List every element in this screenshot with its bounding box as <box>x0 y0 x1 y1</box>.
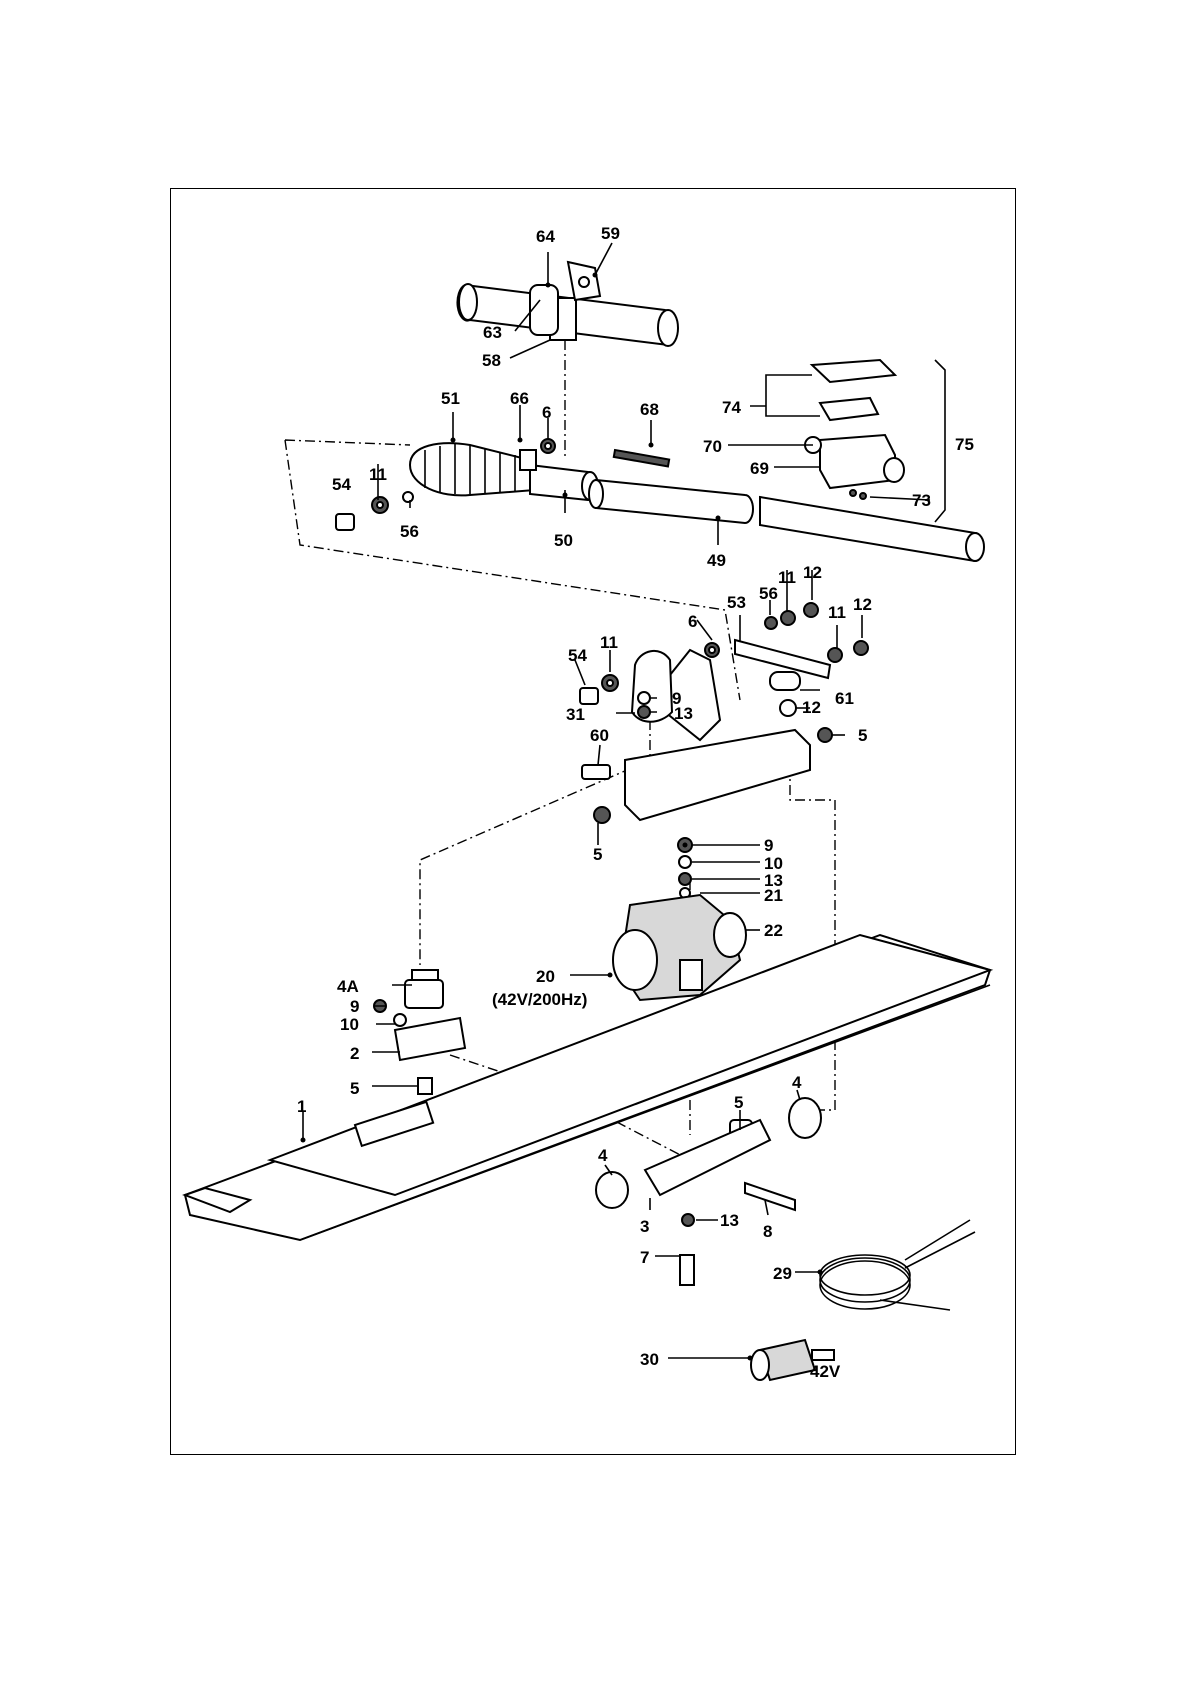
label-58: 58 <box>482 351 501 370</box>
label-20: 20 <box>536 967 555 986</box>
label-12-right-b: 12 <box>853 595 872 614</box>
label-74: 74 <box>722 398 741 417</box>
label-56-right: 56 <box>759 584 778 603</box>
label-11-right-a: 11 <box>778 568 796 587</box>
label-5-left-bottom: 5 <box>350 1079 359 1098</box>
cable-plug-assembly <box>751 1220 975 1380</box>
label-4-right: 4 <box>792 1073 802 1092</box>
bellows-assembly <box>336 439 598 530</box>
base-beam <box>185 935 990 1240</box>
label-50: 50 <box>554 531 573 550</box>
label-6-mid: 6 <box>688 612 697 631</box>
label-9-left: 9 <box>350 997 359 1016</box>
label-54-top: 54 <box>332 475 351 494</box>
label-9-motor: 9 <box>764 836 773 855</box>
label-54-mid: 54 <box>568 646 587 665</box>
label-12-mid: 12 <box>802 698 821 717</box>
label-20-voltage: (42V/200Hz) <box>492 990 587 1009</box>
label-66: 66 <box>510 389 529 408</box>
label-1: 1 <box>297 1097 306 1116</box>
label-11-top: 11 <box>369 465 387 484</box>
label-68: 68 <box>640 400 659 419</box>
label-51: 51 <box>441 389 460 408</box>
label-64: 64 <box>536 227 555 246</box>
label-13-mid: 13 <box>674 704 693 723</box>
label-29: 29 <box>773 1264 792 1283</box>
label-2: 2 <box>350 1044 359 1063</box>
label-6-top: 6 <box>542 403 551 422</box>
label-70: 70 <box>703 437 722 456</box>
label-8: 8 <box>763 1222 772 1241</box>
label-75: 75 <box>955 435 974 454</box>
label-30: 30 <box>640 1350 659 1369</box>
label-49: 49 <box>707 551 726 570</box>
label-5-left-top: 5 <box>593 845 602 864</box>
label-5-right-top: 5 <box>858 726 867 745</box>
label-11-mid: 11 <box>600 633 618 652</box>
label-4A: 4A <box>337 977 359 996</box>
label-7: 7 <box>640 1248 649 1267</box>
label-73: 73 <box>912 491 931 510</box>
label-61: 61 <box>835 689 854 708</box>
label-11-right-b: 11 <box>828 603 846 622</box>
label-53: 53 <box>727 593 746 612</box>
label-63: 63 <box>483 323 502 342</box>
label-10-left: 10 <box>340 1015 359 1034</box>
label-4-left: 4 <box>598 1146 608 1165</box>
label-21: 21 <box>764 886 783 905</box>
label-30-voltage: 42V <box>810 1362 841 1381</box>
label-60: 60 <box>590 726 609 745</box>
label-22: 22 <box>764 921 783 940</box>
tube-switch-assembly <box>589 360 984 561</box>
left-mount-assembly <box>374 970 465 1094</box>
label-12-right-a: 12 <box>803 563 822 582</box>
label-13-bottom: 13 <box>720 1211 739 1230</box>
label-5-right-bottom: 5 <box>734 1093 743 1112</box>
label-56-top: 56 <box>400 522 419 541</box>
label-59: 59 <box>601 224 620 243</box>
label-3: 3 <box>640 1217 649 1236</box>
label-31: 31 <box>566 705 585 724</box>
right-mount-assembly <box>596 1098 821 1285</box>
label-69: 69 <box>750 459 769 478</box>
